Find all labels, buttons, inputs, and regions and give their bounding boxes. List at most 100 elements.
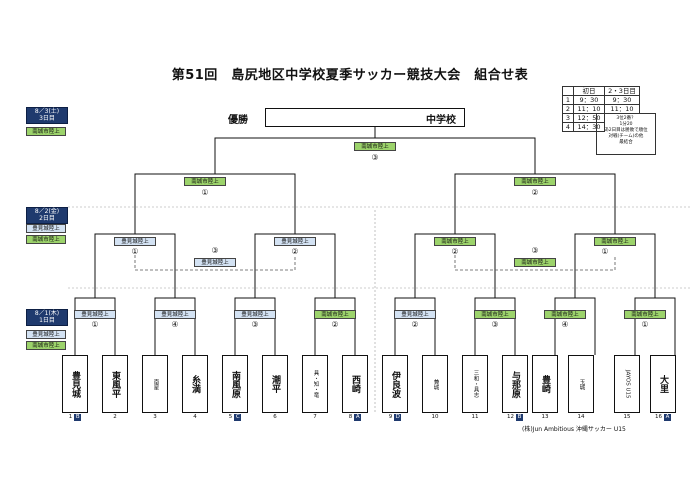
seed-badge: C [234,414,242,421]
note-line: 最結合 [619,140,633,145]
team-number: 2 [104,413,126,421]
qf-marker-1: ① [131,247,139,256]
seed-badge: D [394,414,402,421]
team-number: 15 [616,413,638,421]
day3-date: 8／3(土) [34,108,60,115]
team-box: 糸満 [182,355,208,413]
r1-line [234,297,276,355]
third-place-left-line [134,255,296,271]
team-box: 大里 [650,355,676,413]
third-place-venue-2: 南城市陸上 [514,258,556,267]
team-no: 9 [388,414,393,420]
team-box: 具・知・竜 [302,355,328,413]
team-box: 三和・具志 [462,355,488,413]
r1-marker-2: ④ [171,320,179,329]
r1-line [74,297,116,355]
team-no: 4 [193,414,197,420]
team-name: 大里 [658,375,668,393]
team-no: 13 [541,414,549,420]
r1-marker-7: ④ [561,320,569,329]
winner-school-suffix: 中学校 [426,115,456,126]
team-name: 玉城 [578,378,585,390]
third-place-marker-1: ③ [211,246,219,255]
semi-marker-2: ② [531,188,539,197]
team-box: 東風平 [102,355,128,413]
r1-marker-5: ② [411,320,419,329]
r1-line [154,297,196,355]
winner-box: 優勝 中学校 [228,108,465,127]
winner-label: 優勝 [228,115,248,126]
team-box: 与那原 [502,355,528,413]
note-line: 対戦(チーム)の他 [608,134,644,139]
team-name: 南風原 [230,370,240,398]
day1-label: 8／1(木) 1日目 [26,309,68,326]
page-title: 第51回 島尻地区中学校夏季サッカー競技大会 組合せ表 [171,68,529,83]
seed-badge: A [354,414,362,421]
team-number: 7 [304,413,326,421]
final-marker: ③ [371,153,379,162]
r1-venue-1: 豊見城陸上 [74,310,116,319]
r1-line [634,297,676,355]
r1-line [314,297,356,355]
day1-date: 8／1(木) [34,310,60,317]
qf-venue-2: 豊見城陸上 [274,237,316,246]
schedule-cell: 14：30 [573,122,605,132]
day1-venue-1: 豊見城陸上 [26,330,66,339]
team-name: 伊良波 [390,370,400,398]
day2-label: 8／2(金) 2日目 [26,207,68,224]
r1-line [394,297,436,355]
note-line: 1分20 [619,122,633,127]
seed-badge: B [74,414,82,421]
r1-marker-1: ① [91,320,99,329]
team-name: 与那原 [510,370,520,398]
semi-marker-1: ① [201,188,209,197]
note-line: 3位2番？ [616,116,636,121]
team-box: 南風原 [222,355,248,413]
team-number: 10 [424,413,446,421]
r1-marker-3: ③ [251,320,259,329]
qf-marker-2: ② [291,247,299,256]
team-name: 潮平 [270,375,280,393]
team-name: 南星 [152,378,159,390]
team-no: 7 [313,414,317,420]
team-no: 6 [273,414,277,420]
team-box: 豊崎 [532,355,558,413]
team-name: 豊見城 [70,370,80,398]
r1-line [474,297,516,355]
note-line: あ2日目は勝敗で順位 [604,128,648,133]
qf1-line [94,233,176,298]
semi-venue-1: 南城市陸上 [184,177,226,186]
team-no: 5 [228,414,233,420]
day2-day: 2日目 [39,215,55,222]
qf-marker-4: ① [601,247,609,256]
r1-venue-2: 豊見城陸上 [154,310,196,319]
team-name: 糸満 [190,375,200,393]
qf4-line [574,233,656,298]
r1-venue-6: 南城市陸上 [474,310,516,319]
third-place-marker-2: ③ [531,246,539,255]
team-no: 15 [623,414,631,420]
qf-venue-3: 南城市陸上 [434,237,476,246]
team-box: 伊良波 [382,355,408,413]
team-name: 東風平 [110,370,120,398]
qf2-line [254,233,336,298]
r1-marker-6: ③ [491,320,499,329]
final-venue: 南城市陸上 [354,142,396,151]
team-box: 豊見城 [62,355,88,413]
r1-marker-8: ① [641,320,649,329]
team-number: 14 [570,413,592,421]
qf3-line [414,233,496,298]
credit-text: (株)Jun Ambitious 沖縄サッカー U15 [522,426,626,433]
r1-venue-3: 豊見城陸上 [234,310,276,319]
team-name: 西崎 [350,375,360,393]
qf-venue-4: 南城市陸上 [594,237,636,246]
day3-day: 3日目 [39,115,55,122]
